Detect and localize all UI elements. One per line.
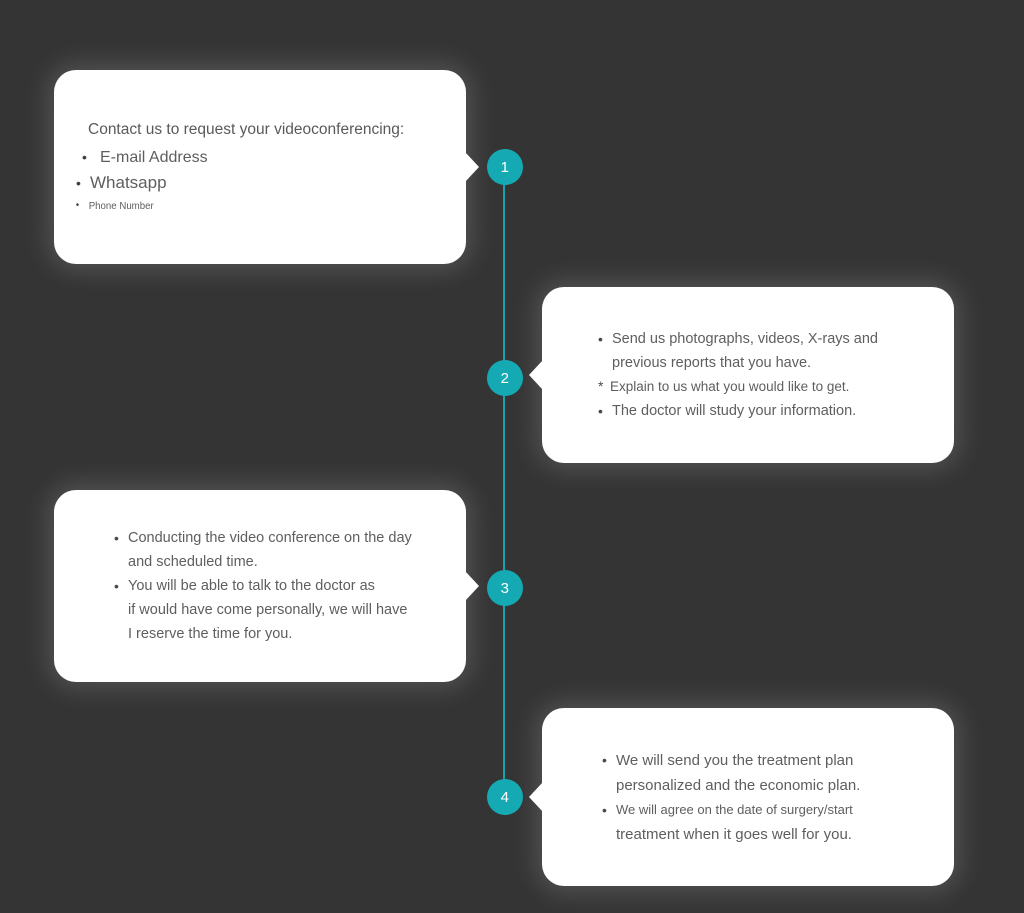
list-item: You will be able to talk to the doctor a… (112, 574, 436, 646)
timeline-marker-4[interactable]: 4 (487, 779, 523, 815)
step-card-3[interactable]: Conducting the video conference on the d… (54, 490, 479, 682)
contact-option-phone[interactable]: Phone Number (74, 196, 411, 216)
list-item: Conducting the video conference on the d… (112, 526, 436, 574)
step-card-4[interactable]: We will send you the treatment plan pers… (529, 708, 954, 886)
step-card-1[interactable]: Contact us to request your videoconferen… (54, 70, 479, 264)
list-item: treatment when it goes well for you. (616, 825, 852, 843)
list-item: We will agree on the date of surgery/sta… (600, 798, 924, 822)
timeline-marker-3[interactable]: 3 (487, 570, 523, 606)
step-2-list: Send us photographs, videos, X-rays and … (596, 327, 924, 423)
timeline-marker-2[interactable]: 2 (487, 360, 523, 396)
contact-option-email[interactable]: E-mail Address (80, 145, 440, 170)
step-3-list: Conducting the video conference on the d… (112, 526, 436, 646)
list-item: The doctor will study your information. (596, 399, 924, 423)
list-item: We will send you the treatment plan pers… (600, 748, 924, 798)
list-item: Send us photographs, videos, X-rays and … (596, 327, 924, 375)
card-pointer-tail-1 (465, 152, 479, 182)
list-item: Explain to us what you would like to get… (596, 374, 924, 399)
contact-option-whatsapp[interactable]: Whatsapp (74, 170, 440, 196)
step-1-contact-list: E-mail Address Whatsapp Phone Number (76, 145, 440, 216)
step-1-heading: Contact us to request your videoconferen… (88, 121, 405, 138)
timeline-marker-1[interactable]: 1 (487, 149, 523, 185)
step-card-2[interactable]: Send us photographs, videos, X-rays and … (529, 287, 954, 463)
step-4-list: We will send you the treatment plan pers… (600, 748, 924, 847)
card-pointer-tail-3 (465, 571, 479, 601)
card-pointer-tail-2 (529, 360, 543, 390)
card-pointer-tail-4 (529, 782, 543, 812)
timeline-connector-line (503, 167, 505, 797)
